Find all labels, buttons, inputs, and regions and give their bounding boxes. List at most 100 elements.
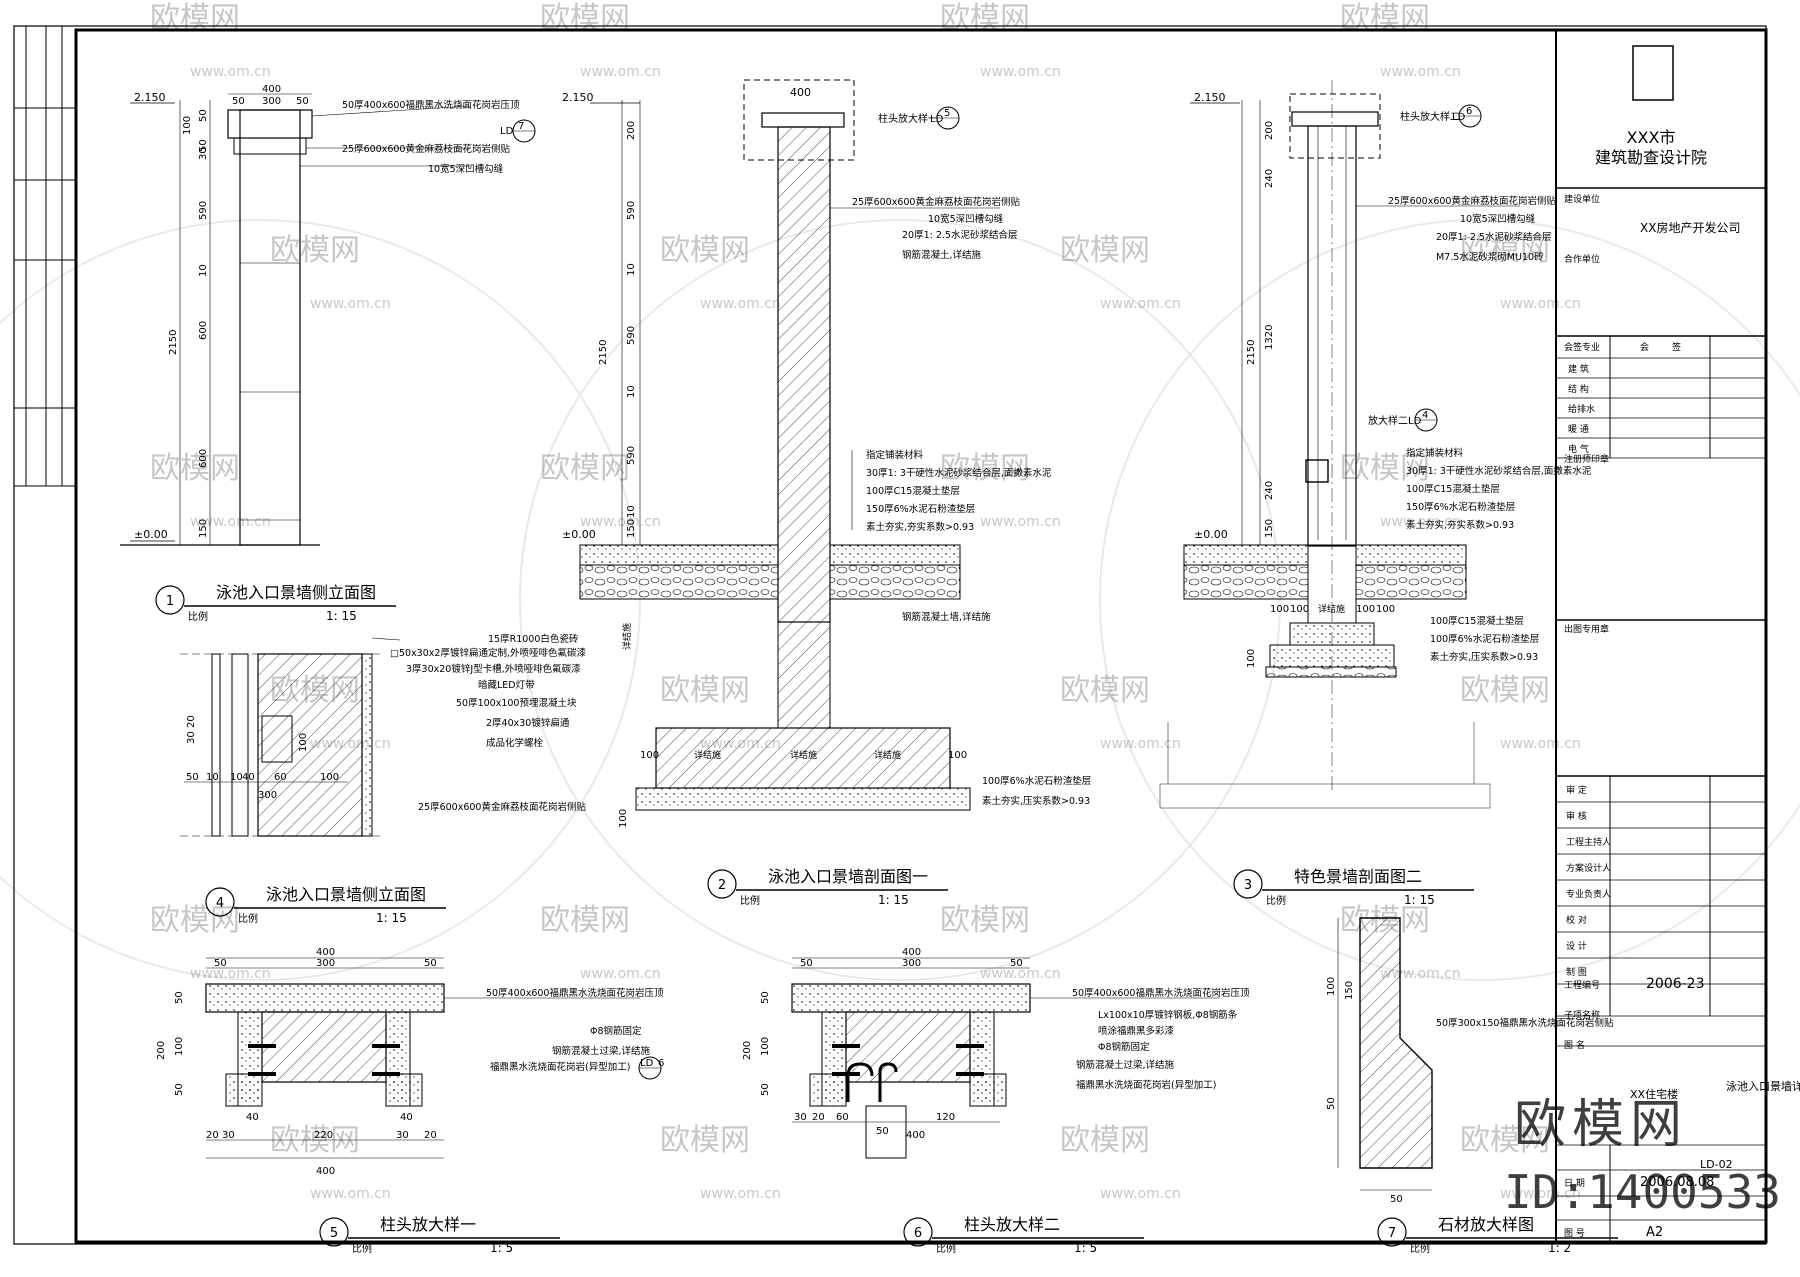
v5-tag-no: 6 [658, 1058, 664, 1069]
view-2-section: 2.150 ±0.00 400 200 590 10 2150 590 10 5… [562, 79, 1091, 828]
v6-dim-b6: 400 [906, 1130, 925, 1141]
v3-base-dim-5: 100 [1376, 604, 1395, 615]
v1-dim-100: 100 [182, 116, 193, 135]
v4-note-7: 成品化学螺栓 [486, 737, 544, 749]
v6-dim-l3: 100 [760, 1037, 771, 1056]
v2-note-d1: 100厚6%水泥石粉渣垫层 [982, 775, 1091, 787]
view-title: 石材放大样图 [1438, 1215, 1534, 1234]
v3-cap-dashed [1289, 93, 1381, 159]
watermark-arc-right [1099, 219, 1800, 981]
view-number: 5 [330, 1226, 338, 1241]
v5-dim-b8: 400 [316, 1166, 335, 1177]
watermark-id: ID:1400533 [1504, 1165, 1781, 1219]
v4-dim-l2: 20 [186, 715, 197, 728]
v2-dim-top: 400 [790, 86, 811, 99]
institute-logo-box [1632, 45, 1674, 101]
view-scale: 1: 5 [1074, 1241, 1097, 1255]
v5-dim-b1: 20 [206, 1130, 219, 1141]
v3-note-b3: 100厚C15混凝土垫层 [1406, 483, 1500, 495]
v6-dim-b4: 120 [936, 1112, 955, 1123]
view-number-circle [707, 869, 737, 899]
watermark-url: www.om.cn [310, 1186, 391, 1202]
v4-dim-b7: 300 [258, 790, 277, 801]
v1-note-2: 25厚600x600黄金麻荔枝面花岗岩侧贴 [342, 143, 510, 155]
v6-stone-br [969, 1073, 1007, 1107]
v3-note-c1: 100厚C15混凝土垫层 [1430, 615, 1524, 627]
v2-foot-label-1: 详结施 [694, 749, 721, 761]
watermark-url: www.om.cn [580, 514, 661, 530]
v7-dim-b1: 50 [1390, 1194, 1403, 1205]
view-scale-label: 比例 [238, 912, 258, 925]
v3-ghost-footing [1159, 722, 1491, 809]
sign-row-label: 结 构 [1568, 383, 1589, 395]
v7-dim-l2: 100 [1326, 977, 1337, 996]
v3-note-c3: 素土夯实,压实系数>0.93 [1430, 651, 1538, 663]
view-scale: 1: 15 [376, 911, 407, 925]
v5-tag-ref: LD [640, 1058, 654, 1069]
v3-note-b2: 30厚1: 3干硬性水泥砂浆结合层,面撒素水泥 [1406, 465, 1592, 477]
v1-dim-50b: 50 [198, 139, 209, 152]
drawing-name-label: 图 名 [1564, 1039, 1585, 1051]
view-scale: 1: 15 [878, 893, 909, 907]
date-value: 2006.08.08 [1640, 1175, 1714, 1190]
v6-note-3: 喷涂福鼎黑多彩漆 [1098, 1025, 1175, 1037]
watermark-brand: 欧模网 [940, 451, 1030, 486]
approve-row-label: 专业负责人 [1566, 888, 1611, 900]
v2-elev-bot: ±0.00 [562, 528, 596, 541]
watermark-logo: 欧模网 [1514, 1095, 1688, 1155]
v3-note-a4: M7.5水泥砂浆砌MU10砖 [1436, 251, 1544, 263]
v2-note-a4: 钢筋混凝土,详结施 [902, 249, 982, 261]
frame-border [74, 28, 1768, 1244]
view-6-detail: 400 50 300 50 50 200 100 50 30 20 60 120… [742, 947, 1250, 1159]
v2-cap [761, 112, 845, 128]
v2-note-b2: 30厚1: 3干硬性水泥砂浆结合层,面撒素水泥 [866, 467, 1052, 479]
v3-gravel-l [1183, 564, 1309, 600]
watermark-url: www.om.cn [1500, 736, 1581, 752]
project-no-label: 工程编号 [1564, 979, 1600, 991]
approve-row-label: 审 定 [1566, 784, 1587, 796]
v2-dim-590b: 590 [626, 326, 637, 345]
view-number-circle [1233, 869, 1263, 899]
view-number: 6 [914, 1226, 922, 1241]
v1-dim-600a: 600 [198, 321, 209, 340]
v2-tag-label: 柱头放大样一 [878, 112, 938, 125]
v7-dim-l1: 150 [1344, 981, 1355, 1000]
v3-base-4 [1265, 666, 1397, 678]
v4-dim-mid: 100 [298, 733, 309, 752]
v4-note-6: 2厚40x30镀锌扁通 [486, 717, 570, 729]
view-scale-label: 比例 [188, 610, 208, 623]
institute-city: XXX市 [1627, 128, 1676, 147]
v2-footing-pad [635, 787, 971, 811]
approve-row-label: 制 图 [1566, 966, 1587, 978]
v6-dim-t1: 400 [902, 947, 921, 958]
v6-note-5: 钢筋混凝土过梁,详结施 [1076, 1059, 1175, 1071]
v6-rebars [832, 1044, 984, 1076]
watermark-brand: 欧模网 [1460, 1123, 1550, 1158]
v2-dim-10b: 10 [626, 385, 637, 398]
v1-note-3: 10宽5深凹槽勾缝 [428, 163, 504, 175]
v1-tag-ref: LD [500, 126, 514, 137]
v6-steel-plate [865, 1105, 907, 1159]
v5-stone-br [385, 1073, 423, 1107]
v5-dim-t1: 400 [316, 947, 335, 958]
v5-dim-t3: 300 [316, 958, 335, 969]
v4-dim-b6: 100 [320, 772, 339, 783]
v6-dim-l2: 200 [742, 1041, 753, 1060]
v2-footing-web [777, 622, 831, 729]
watermark-url: www.om.cn [1380, 514, 1461, 530]
v2-tag-ref: LD [930, 114, 944, 125]
watermark-url: www.om.cn [1500, 1186, 1581, 1202]
v1-dim-10: 10 [198, 264, 209, 277]
view-number: 1 [166, 594, 174, 609]
sign-row-label: 给排水 [1568, 403, 1595, 415]
view-scale-label: 比例 [352, 1242, 372, 1255]
view-scale-label: 比例 [1410, 1242, 1430, 1255]
view-title: 柱头放大样一 [380, 1215, 476, 1234]
view-1-elevation: 2.150 ±0.00 400 300 50 50 100 50 50 30 5… [120, 84, 536, 546]
v5-beam [261, 1011, 387, 1083]
v2-note-b3: 100厚C15混凝土垫层 [866, 485, 960, 497]
v3-tag2-label: 放大样二 [1368, 414, 1408, 427]
